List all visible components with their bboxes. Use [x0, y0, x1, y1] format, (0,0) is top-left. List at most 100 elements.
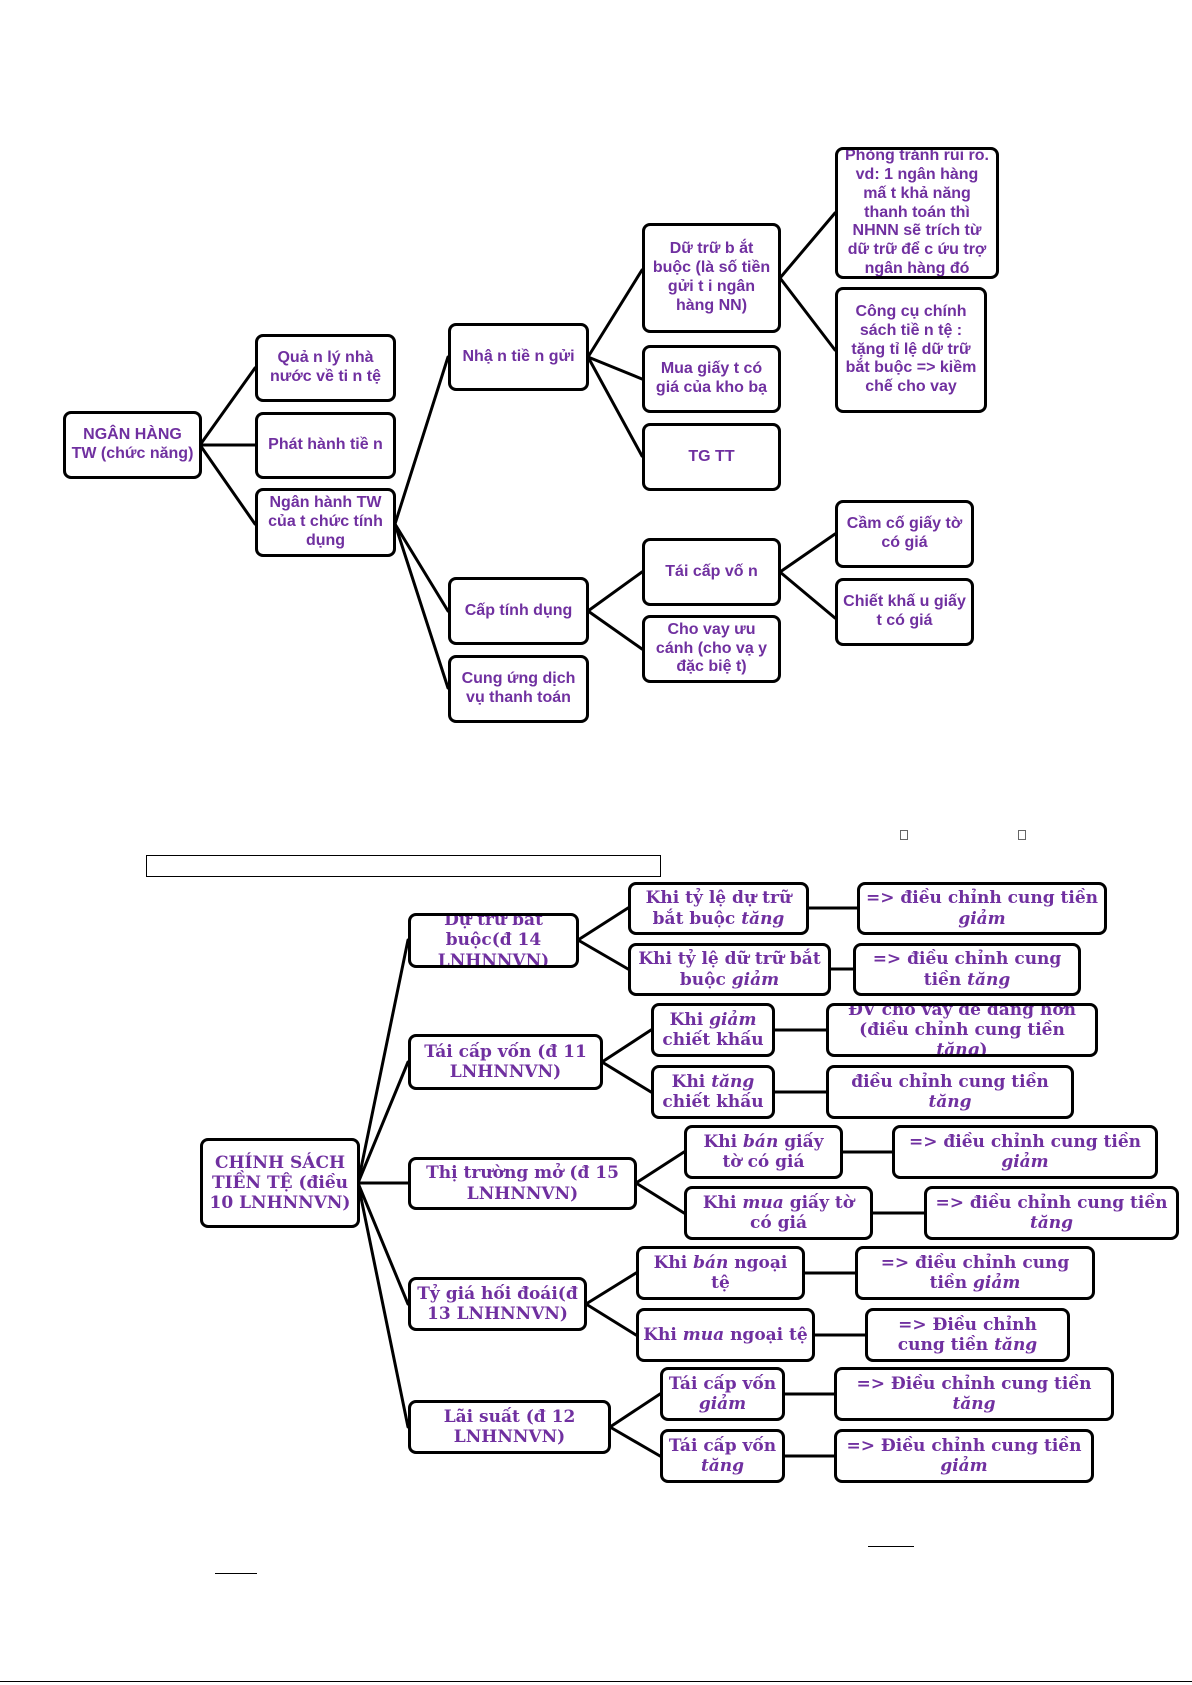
node-monetary-policy-root: CHÍNH SÁCH TIỀN TỆ (điều 10 LNHNNVN) — [200, 1138, 360, 1228]
node-refinance: Tái cấp vố n — [642, 538, 781, 606]
node-refinance-decrease: Tái cấp vốn giảm — [660, 1367, 785, 1421]
label: giấy tờ có giá — [750, 1192, 855, 1233]
emphasis: tăng — [994, 1335, 1038, 1355]
link-receive-tgtt — [586, 355, 644, 458]
node-compulsory-reserve: Dữ trữ b ắt buộc (là số tiền gửi t i ngâ… — [642, 223, 781, 333]
node-sell-foreign-currency: Khi bán ngoại tệ — [636, 1246, 805, 1300]
emphasis: mua — [682, 1324, 725, 1345]
emphasis: giảm — [698, 1394, 747, 1414]
label: => Điều chỉnh cung tiền — [846, 1435, 1082, 1456]
emphasis: tăng — [1029, 1213, 1074, 1233]
label: điều chỉnh cung tiền — [851, 1071, 1049, 1092]
node-currency-issue: Phát hành tiề n — [255, 412, 396, 479]
glyph-mark-right — [1018, 830, 1026, 840]
node-monetary-policy-tool: Công cụ chính sách tiề n tệ : tặng tỉ lệ… — [835, 287, 987, 413]
emphasis: giảm — [1001, 1152, 1049, 1172]
node-reserve-requirement: Dự trữ bắt buộc(đ 14 LNHNNVN) — [408, 913, 579, 968]
label: ĐV cho vay dễ dàng hơn (điều chỉnh cung … — [847, 1003, 1077, 1040]
node-bank-of-credit-institutions: Ngân hành TW của t chức tính dụng — [255, 488, 396, 557]
underline-right — [868, 1546, 914, 1547]
link-bank-receive — [393, 355, 450, 526]
link-receive-buy — [586, 355, 644, 381]
link-root-bank — [198, 443, 257, 526]
label: => điều chỉnh cung tiền — [872, 949, 1062, 990]
node-out-refinance-increase: => Điều chỉnh cung tiền giảm — [834, 1429, 1094, 1483]
node-out-sell-paper: => điều chỉnh cung tiền giảm — [892, 1125, 1158, 1179]
link-root-manage — [198, 366, 257, 447]
link-policy-interest — [356, 1181, 410, 1429]
link-interest-i2 — [608, 1425, 662, 1458]
node-interest-rate: Lãi suất (đ 12 LNHNNVN) — [408, 1400, 611, 1454]
link-policy-refinance — [356, 1060, 410, 1185]
node-state-management: Quả n lý nhà nước về ti n tệ — [255, 334, 396, 402]
node-refinance-increase: Tái cấp vốn tăng — [660, 1429, 785, 1483]
emphasis: tăng — [928, 1092, 972, 1112]
emphasis: giảm — [709, 1009, 757, 1030]
emphasis: giảm — [940, 1456, 988, 1476]
link-interest-i1 — [608, 1392, 662, 1429]
label: => điều chỉnh cung tiền — [880, 1252, 1070, 1293]
node-discount-increase: Khi tăng chiết khấu — [651, 1065, 775, 1119]
link-exchange-e1 — [584, 1271, 638, 1306]
link-policy-exchange — [356, 1181, 410, 1306]
node-buy-treasury-paper: Mua giấy t có giá của kho bạ — [642, 345, 781, 413]
label: => điều chỉnh cung tiền — [935, 1192, 1168, 1213]
node-out-buy-foreign: => Điều chỉnh cung tiền tăng — [865, 1308, 1070, 1362]
label: => điều chỉnh cung tiền — [865, 888, 1098, 909]
label: Khi — [702, 1192, 743, 1213]
node-open-market: Thị trường mở (đ 15 LNHNNVN) — [408, 1157, 637, 1210]
label: Khi tỷ lệ dự trữ bắt buộc — [645, 888, 792, 929]
label: giấy tờ có giá — [722, 1131, 824, 1172]
node-discount-paper: Chiết khấ u giấy t có giá — [835, 578, 974, 646]
label: Khi — [669, 1009, 710, 1030]
label: chiết khấu — [662, 1030, 764, 1050]
label: ) — [979, 1040, 988, 1057]
link-refinance-f2 — [600, 1060, 653, 1094]
link-market-m1 — [634, 1150, 686, 1185]
node-out-reserve-decrease: => điều chỉnh cung tiền tăng — [853, 943, 1081, 996]
node-payment-service: Cung ứng dịch vụ thanh toán — [448, 655, 589, 723]
node-receive-deposit: Nhậ n tiề n gửi — [448, 323, 589, 391]
label: ngoại tệ — [711, 1252, 788, 1293]
emphasis: tăng — [967, 969, 1011, 990]
node-reserve-decrease: Khi tỷ lệ dữ trữ bắt buộc giảm — [628, 943, 831, 996]
node-out-refinance-decrease: => Điều chỉnh cung tiền tăng — [834, 1367, 1114, 1421]
node-pledge-paper: Cầm cố giấy tờ có giá — [835, 500, 974, 568]
label: Khi — [671, 1071, 712, 1092]
link-credit-refinance — [586, 570, 644, 613]
node-special-loan: Cho vay ưu cánh (cho vạ y đặc biệ t) — [642, 615, 781, 683]
node-tg-tt: TG TT — [642, 423, 781, 491]
node-refinance-tool: Tái cấp vốn (đ 11 LNHNNVN) — [408, 1034, 603, 1090]
node-discount-decrease: Khi giảm chiết khấu — [651, 1003, 775, 1057]
label: Khi tỷ lệ dữ trữ bắt buộc — [638, 949, 821, 990]
page-bottom-rule — [0, 1681, 1192, 1682]
link-credit-special — [586, 609, 644, 651]
label: Tái cấp vốn — [668, 1435, 777, 1456]
label: Khi — [643, 1324, 683, 1345]
label: => Điều chỉnh cung tiền — [856, 1373, 1092, 1394]
emphasis: bán — [743, 1131, 779, 1152]
label: ngoại tệ — [724, 1324, 808, 1345]
emphasis: bán — [693, 1252, 729, 1273]
emphasis: giảm — [958, 908, 1006, 929]
node-root-central-bank: NGÂN HÀNG TW (chức năng) — [63, 411, 202, 479]
node-out-buy-paper: => điều chỉnh cung tiền tăng — [924, 1186, 1179, 1240]
emphasis: tăng — [952, 1394, 996, 1414]
node-buy-paper: Khi mua giấy tờ có giá — [684, 1186, 873, 1240]
link-market-m2 — [634, 1181, 686, 1215]
label: Khi — [703, 1131, 744, 1152]
underline-left — [215, 1573, 257, 1574]
label: => Điều chỉnh cung tiền — [897, 1314, 1037, 1355]
link-reserve-policy — [778, 276, 837, 352]
link-bank-payment — [393, 522, 450, 690]
emphasis: tăng — [700, 1456, 745, 1476]
link-reserve-r1 — [576, 906, 630, 942]
link-refinance-discount — [778, 570, 837, 620]
node-buy-foreign-currency: Khi mua ngoại tệ — [636, 1308, 815, 1362]
emphasis: tăng — [711, 1071, 755, 1092]
node-out-sell-foreign: => điều chỉnh cung tiền giảm — [855, 1246, 1095, 1300]
link-bank-credit — [393, 522, 450, 613]
label: chiết khấu — [662, 1092, 764, 1112]
link-policy-reserve — [356, 938, 410, 1185]
